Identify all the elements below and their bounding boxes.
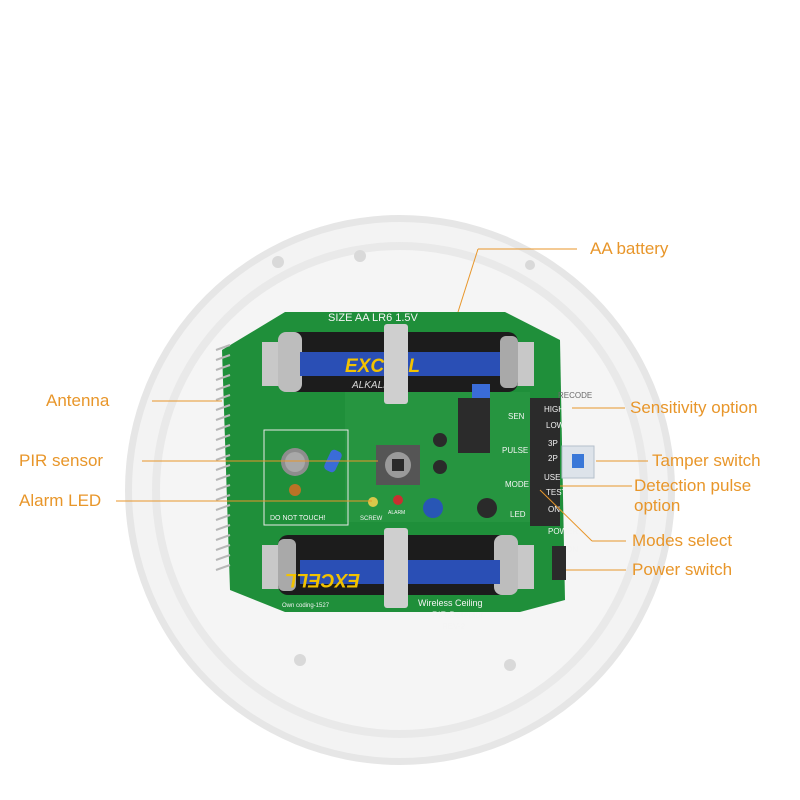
product-name2-label: PIR Detector (432, 610, 484, 620)
power-on-label: ON (566, 545, 578, 554)
battery-rating-label: SIZE AA LR6 1.5V (328, 312, 419, 324)
callout-alarm-led: Alarm LED (19, 491, 102, 510)
callout-tamper: Tamper switch (652, 451, 761, 470)
callout-modes-select: Modes select (632, 531, 733, 550)
battery-top-type: ALKALINE (351, 380, 400, 391)
led-label: LED (510, 510, 526, 519)
battery-bottom-brand: EXCELL (285, 569, 360, 590)
tamper-switch (561, 445, 595, 479)
screw-label: SCREW (360, 516, 383, 522)
alarm-label: ALARM (388, 510, 405, 516)
revision-label: REV-2 (442, 622, 466, 631)
callout-detection-pulse: Detection pulse option (634, 476, 752, 515)
callout-power-switch: Power switch (632, 560, 733, 579)
callout-sensitivity: Sensitivity option (630, 398, 758, 417)
option-labels: SEN HIGH LOW PULSE 3P 2P MODE USE TEST L… (360, 391, 592, 554)
do-not-touch-label: DO NOT TOUCH! (270, 515, 326, 522)
product-name-label: Wireless Ceiling (418, 598, 483, 608)
battery-top: EXCELL ALKALINE (262, 324, 534, 404)
power-switch (552, 546, 566, 580)
low-label: LOW (546, 421, 565, 430)
recode-label: RECODE (558, 391, 592, 400)
battery-bottom: EXCELL (262, 528, 534, 608)
power-label: POWER (548, 527, 578, 536)
coding-label: Own coding-1527 (282, 603, 330, 609)
on-label: ON (548, 505, 560, 514)
battery-top-brand: EXCELL (345, 356, 420, 377)
tamper-switch-button (572, 454, 584, 468)
use-label: USE (544, 473, 560, 482)
callout-aa-battery: AA battery (590, 239, 669, 258)
sen-label: SEN (508, 412, 525, 421)
high-label: HIGH (544, 405, 564, 414)
callout-leaders (116, 248, 648, 571)
pulse-label: PULSE (502, 446, 528, 455)
test-label: TEST (546, 488, 567, 497)
3p-label: 3P (548, 439, 558, 448)
2p-label: 2P (548, 454, 558, 463)
callout-antenna: Antenna (46, 391, 110, 410)
callout-pir-sensor: PIR sensor (19, 451, 104, 470)
antenna-coil (215, 344, 231, 571)
mode-label: MODE (505, 480, 529, 489)
